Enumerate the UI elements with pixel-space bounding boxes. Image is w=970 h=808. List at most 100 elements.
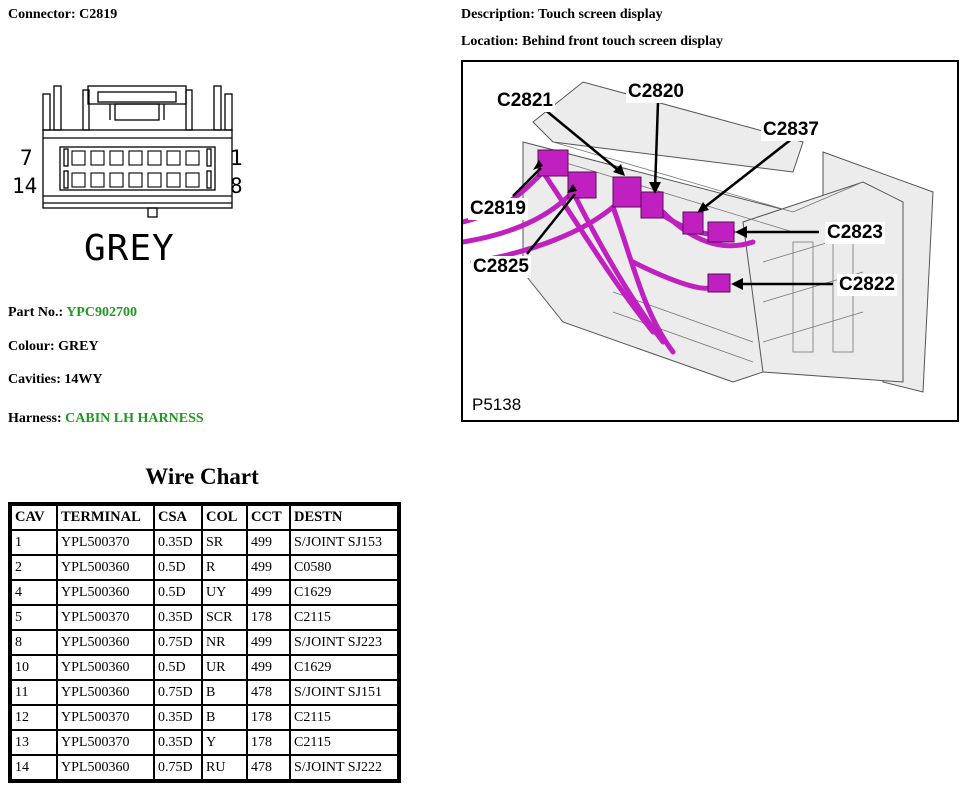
cell-cct: 178 <box>247 705 290 730</box>
description-value: Touch screen display <box>538 7 663 22</box>
cell-csa: 0.35D <box>154 605 202 630</box>
callout-c2819: C2819 <box>468 198 528 220</box>
column-header-terminal: TERMINAL <box>57 505 154 530</box>
part-label: Part No.: <box>8 305 64 320</box>
wire-chart-title: Wire Chart <box>145 464 259 489</box>
colour-row: Colour: GREY <box>8 339 99 355</box>
cell-cct: 499 <box>247 580 290 605</box>
cell-destn: C0580 <box>290 555 398 580</box>
cell-cct: 178 <box>247 730 290 755</box>
cell-terminal: YPL500370 <box>57 705 154 730</box>
location-illustration: C2821 C2820 C2837 C2819 C2823 C2825 C282… <box>461 60 959 422</box>
cell-terminal: YPL500370 <box>57 730 154 755</box>
callout-c2837: C2837 <box>761 119 821 141</box>
cell-cct: 499 <box>247 530 290 555</box>
location-heading: Location: Behind front touch screen disp… <box>461 34 723 50</box>
connector-face-diagram: 7 14 1 8 GREY <box>10 78 250 278</box>
harness-row: Harness: CABIN LH HARNESS <box>8 411 204 427</box>
cell-destn: C1629 <box>290 580 398 605</box>
connector-value: C2819 <box>79 7 118 22</box>
cavities-row: Cavities: 14WY <box>8 372 103 388</box>
connector-label: Connector: <box>8 7 76 22</box>
cell-csa: 0.35D <box>154 705 202 730</box>
cell-col: UR <box>202 655 247 680</box>
cell-csa: 0.75D <box>154 630 202 655</box>
harness-label: Harness: <box>8 411 62 426</box>
part-number: Part No.: YPC902700 <box>8 305 137 321</box>
cell-col: SCR <box>202 605 247 630</box>
cell-col: SR <box>202 530 247 555</box>
cell-destn: C2115 <box>290 605 398 630</box>
location-illustration-svg <box>463 81 934 393</box>
connector-face-svg <box>42 85 233 218</box>
cell-csa: 0.5D <box>154 555 202 580</box>
location-label: Location: <box>461 34 519 49</box>
cell-cav: 1 <box>11 530 57 555</box>
cell-destn: S/JOINT SJ153 <box>290 530 398 555</box>
connector-colour-caption: GREY <box>84 228 175 269</box>
pin-label-1: 1 <box>230 146 243 170</box>
cell-cct: 478 <box>247 755 290 780</box>
callout-c2820: C2820 <box>626 81 686 103</box>
cell-cav: 13 <box>11 730 57 755</box>
cell-col: R <box>202 555 247 580</box>
cell-terminal: YPL500360 <box>57 630 154 655</box>
cell-cav: 5 <box>11 605 57 630</box>
cell-col: Y <box>202 730 247 755</box>
cell-cav: 2 <box>11 555 57 580</box>
pin-label-8: 8 <box>230 174 243 198</box>
location-value: Behind front touch screen display <box>522 34 724 49</box>
cell-destn: C2115 <box>290 730 398 755</box>
cell-csa: 0.75D <box>154 755 202 780</box>
cavities-label: Cavities: <box>8 372 61 387</box>
cell-col: NR <box>202 630 247 655</box>
cell-csa: 0.75D <box>154 680 202 705</box>
callout-c2825: C2825 <box>471 256 531 278</box>
description-label: Description: <box>461 7 535 22</box>
figure-reference: P5138 <box>472 395 522 415</box>
column-header-cav: CAV <box>11 505 57 530</box>
column-header-col: COL <box>202 505 247 530</box>
cell-col: B <box>202 705 247 730</box>
column-header-cct: CCT <box>247 505 290 530</box>
cell-destn: C2115 <box>290 705 398 730</box>
cell-terminal: YPL500370 <box>57 605 154 630</box>
cell-cav: 12 <box>11 705 57 730</box>
cell-cct: 499 <box>247 555 290 580</box>
cell-terminal: YPL500360 <box>57 655 154 680</box>
cell-cav: 8 <box>11 630 57 655</box>
column-header-destn: DESTN <box>290 505 398 530</box>
cell-cav: 4 <box>11 580 57 605</box>
cell-csa: 0.35D <box>154 530 202 555</box>
harness-link[interactable]: CABIN LH HARNESS <box>65 411 204 426</box>
part-number-link[interactable]: YPC902700 <box>66 305 137 320</box>
colour-value: GREY <box>58 339 99 354</box>
cell-destn: C1629 <box>290 655 398 680</box>
cell-terminal: YPL500360 <box>57 580 154 605</box>
cell-csa: 0.35D <box>154 730 202 755</box>
cell-terminal: YPL500360 <box>57 680 154 705</box>
cell-col: UY <box>202 580 247 605</box>
connector-heading: Connector: C2819 <box>8 7 117 23</box>
cell-cct: 478 <box>247 680 290 705</box>
cell-cct: 499 <box>247 630 290 655</box>
cell-terminal: YPL500370 <box>57 530 154 555</box>
cell-destn: S/JOINT SJ151 <box>290 680 398 705</box>
cavities-value: 14WY <box>64 372 103 387</box>
callout-c2821: C2821 <box>495 90 555 112</box>
cell-terminal: YPL500360 <box>57 755 154 780</box>
cell-destn: S/JOINT SJ222 <box>290 755 398 780</box>
callout-c2822: C2822 <box>837 274 897 296</box>
cell-cct: 178 <box>247 605 290 630</box>
cell-col: B <box>202 680 247 705</box>
cell-csa: 0.5D <box>154 655 202 680</box>
pin-label-14: 14 <box>12 174 38 198</box>
